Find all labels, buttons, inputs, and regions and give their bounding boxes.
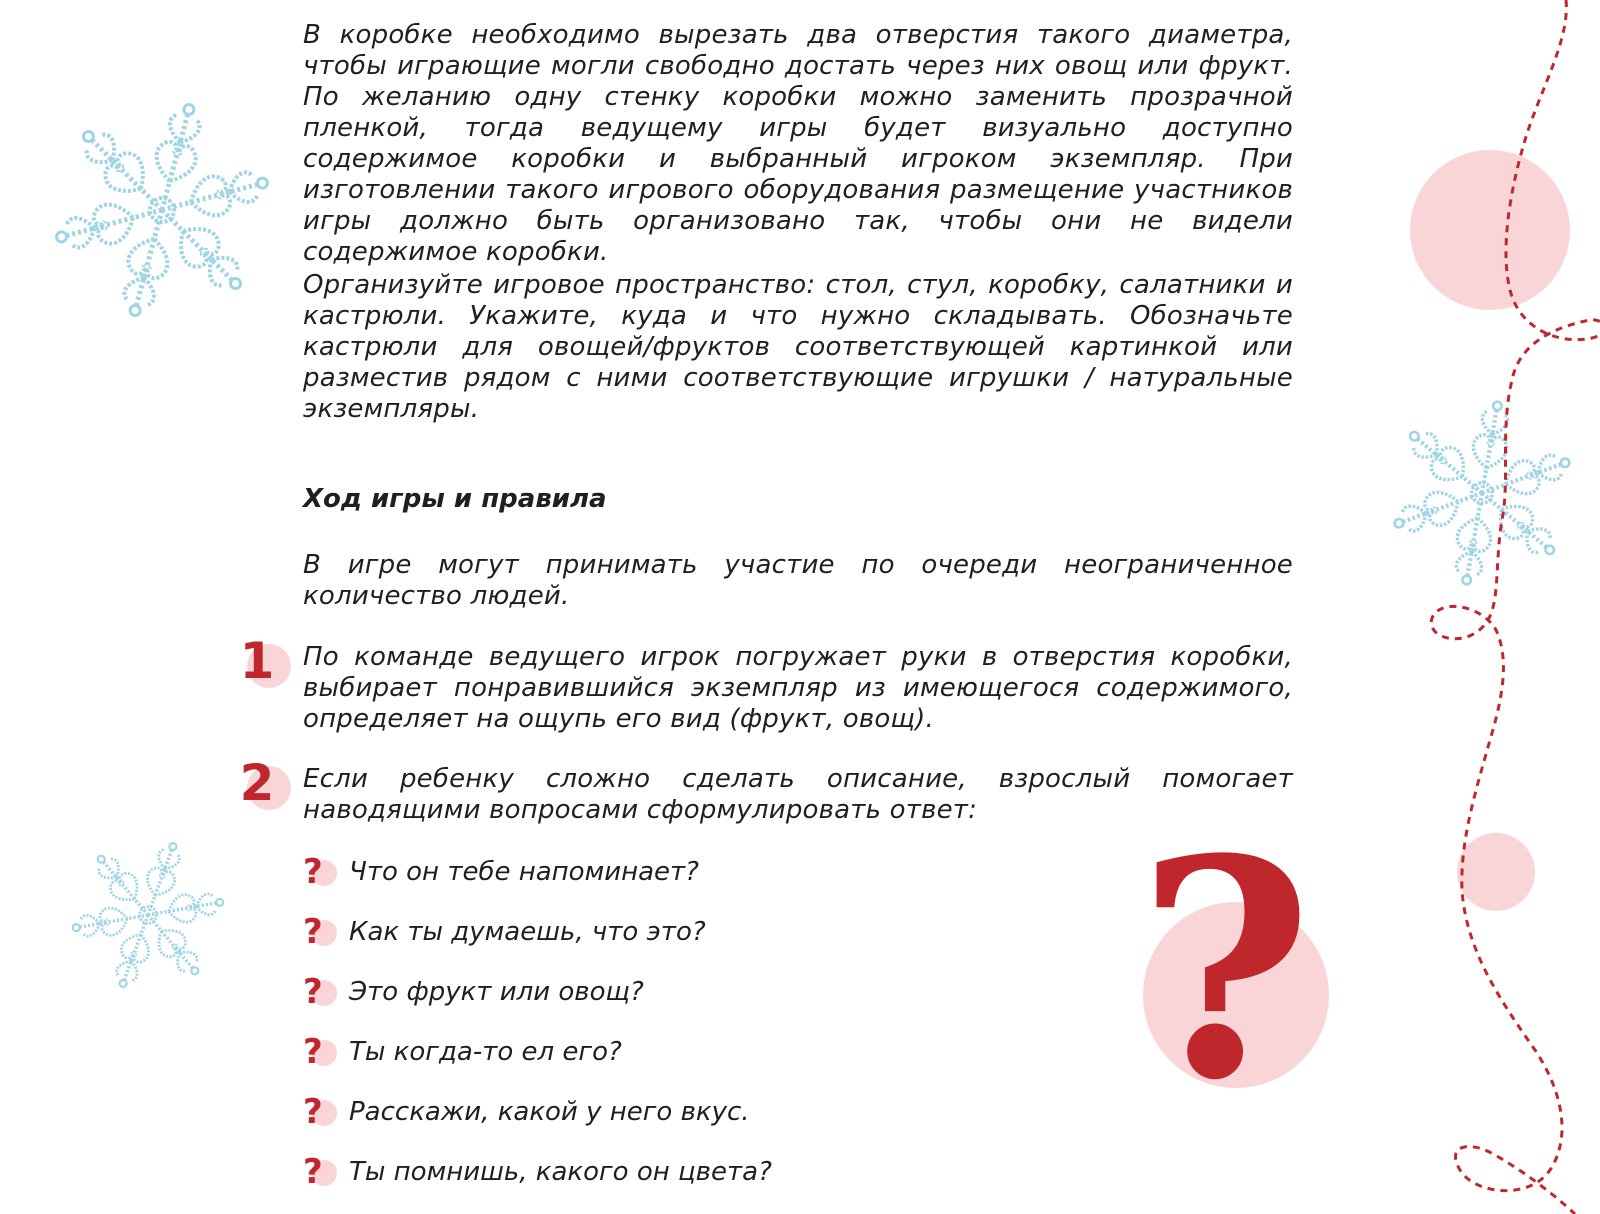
question-mark-icon: ? [303, 852, 323, 892]
question-marker-bg [311, 1040, 337, 1066]
question-marker-bg [311, 980, 337, 1006]
step-2-badge-bg [247, 766, 291, 810]
question-mark-icon: ? [303, 1032, 323, 1072]
big-question-circle [1143, 902, 1329, 1088]
question-text: Ты когда-то ел его? [349, 1037, 622, 1067]
pink-circle-icon [1410, 150, 1570, 310]
section-lead: В игре могут принимать участие по очеред… [303, 550, 1293, 611]
question-text: Как ты думаешь, что это? [349, 917, 706, 947]
question-item: ? Что он тебе напоминает? [303, 852, 1103, 892]
question-marker-bg [311, 860, 337, 886]
dashed-string-icon [1429, 0, 1600, 1214]
step-1-number: 1 [239, 632, 275, 690]
snowflake-icon [33, 78, 291, 343]
big-question-mark-icon: ? [1137, 793, 1313, 1146]
question-item: ? Расскажи, какой у него вкус. [303, 1092, 1103, 1132]
step-2-number: 2 [239, 754, 275, 812]
question-item: ? Это фрукт или овощ? [303, 972, 1103, 1012]
question-marker-bg [311, 1160, 337, 1186]
intro-paragraph-2: Организуйте игровое пространство: стол, … [303, 270, 1293, 424]
question-mark-icon: ? [303, 1092, 323, 1132]
question-mark-icon: ? [303, 912, 323, 952]
intro-paragraph-1: В коробке необходимо вырезать два отверс… [303, 20, 1293, 267]
snowflake-icon [53, 818, 242, 1011]
section-heading: Ход игры и правила [303, 484, 607, 514]
question-item: ? Как ты думаешь, что это? [303, 912, 1103, 952]
snowflake-icon [1379, 386, 1586, 599]
question-text: Ты помнишь, какого он цвета? [349, 1157, 772, 1187]
pink-circle-icon [1457, 833, 1535, 911]
question-item: ? Ты помнишь, какого он цвета? [303, 1152, 1103, 1192]
question-marker-bg [311, 1100, 337, 1126]
question-mark-icon: ? [303, 1152, 323, 1192]
question-mark-icon: ? [303, 972, 323, 1012]
step-2-text: Если ребенку сложно сделать описание, вз… [303, 764, 1293, 825]
question-text: Что он тебе напоминает? [349, 857, 699, 887]
question-marker-bg [311, 920, 337, 946]
step-1-text: По команде ведущего игрок погружает руки… [303, 642, 1293, 734]
step-1-badge-bg [247, 644, 291, 688]
question-text: Расскажи, какой у него вкус. [349, 1097, 750, 1127]
question-item: ? Ты когда-то ел его? [303, 1032, 1103, 1072]
question-text: Это фрукт или овощ? [349, 977, 644, 1007]
